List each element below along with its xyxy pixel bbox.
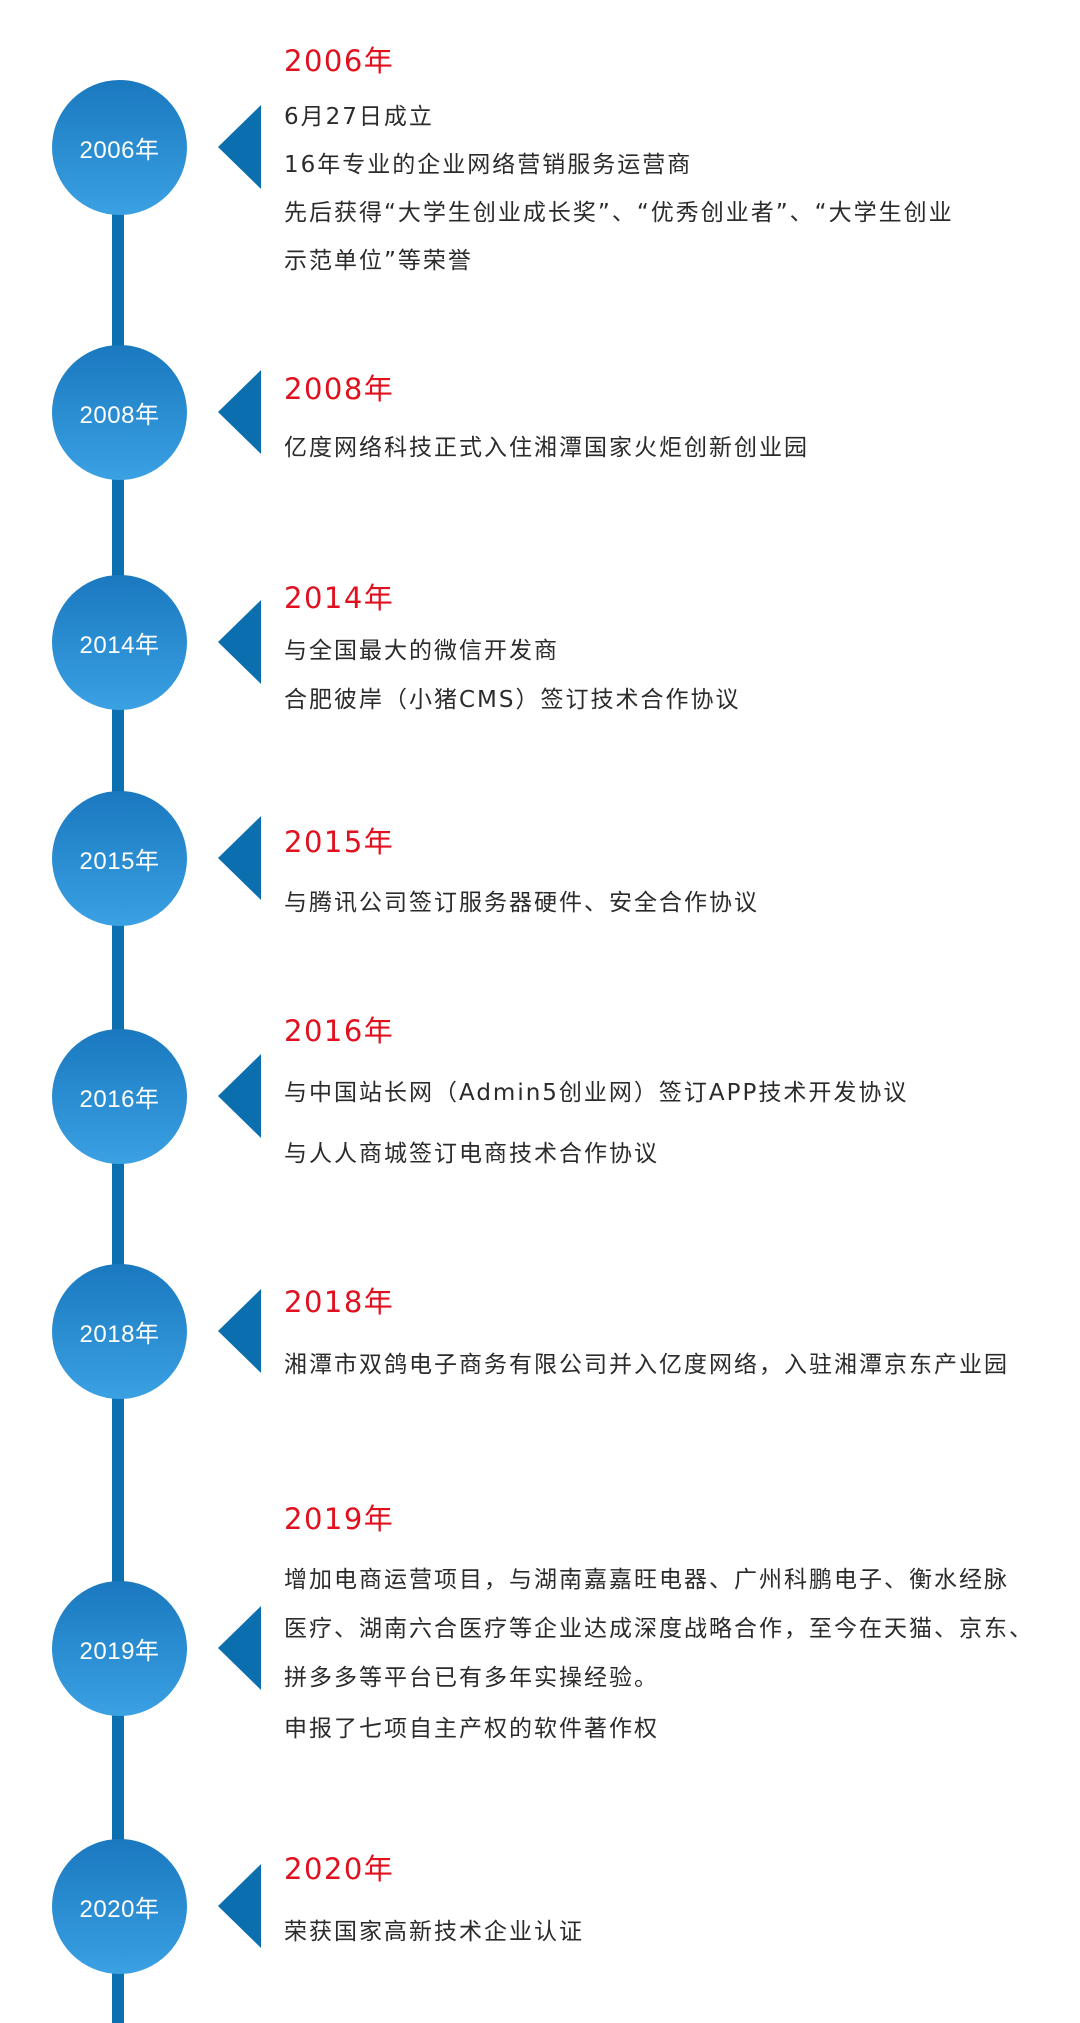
event-detail-line: 亿度网络科技正式入住湘潭国家火炬创新创业园	[284, 435, 809, 461]
year-node: 2014年	[52, 575, 187, 710]
event-detail-line: 与全国最大的微信开发商	[284, 638, 559, 664]
event-detail-line: 与人人商城签订电商技术合作协议	[284, 1141, 659, 1167]
pointer-arrow-icon	[218, 1054, 261, 1138]
event-detail-line: 申报了七项自主产权的软件著作权	[284, 1716, 659, 1742]
year-node: 2006年	[52, 80, 187, 215]
year-heading: 2006年	[284, 44, 395, 78]
pointer-arrow-icon	[218, 816, 261, 900]
year-node: 2019年	[52, 1581, 187, 1716]
year-node: 2015年	[52, 791, 187, 926]
year-heading: 2016年	[284, 1014, 395, 1048]
event-detail-line: 湘潭市双鸽电子商务有限公司并入亿度网络，入驻湘潭京东产业园	[284, 1352, 1009, 1378]
event-detail-line: 示范单位”等荣誉	[284, 248, 473, 274]
year-node: 2016年	[52, 1029, 187, 1164]
event-detail-line: 医疗、湖南六合医疗等企业达成深度战略合作，至今在天猫、京东、	[284, 1616, 1034, 1642]
year-heading: 2015年	[284, 825, 395, 859]
event-detail-line: 增加电商运营项目，与湖南嘉嘉旺电器、广州科鹏电子、衡水经脉	[284, 1567, 1009, 1593]
pointer-arrow-icon	[218, 1289, 261, 1373]
pointer-arrow-icon	[218, 1864, 261, 1948]
event-detail-line: 6月27日成立	[284, 104, 434, 130]
year-node: 2018年	[52, 1264, 187, 1399]
event-detail-line: 先后获得“大学生创业成长奖”、“优秀创业者”、“大学生创业	[284, 200, 954, 226]
event-detail-line: 16年专业的企业网络营销服务运营商	[284, 152, 693, 178]
event-detail-line: 拼多多等平台已有多年实操经验。	[284, 1665, 659, 1691]
pointer-arrow-icon	[218, 105, 261, 189]
year-heading: 2020年	[284, 1852, 395, 1886]
event-detail-line: 合肥彼岸（小猪CMS）签订技术合作协议	[284, 687, 741, 713]
year-heading: 2014年	[284, 581, 395, 615]
pointer-arrow-icon	[218, 600, 261, 684]
pointer-arrow-icon	[218, 1606, 261, 1690]
year-heading: 2018年	[284, 1285, 395, 1319]
pointer-arrow-icon	[218, 370, 261, 454]
year-node: 2008年	[52, 345, 187, 480]
year-heading: 2008年	[284, 372, 395, 406]
event-detail-line: 荣获国家高新技术企业认证	[284, 1919, 584, 1945]
event-detail-line: 与中国站长网（Admin5创业网）签订APP技术开发协议	[284, 1080, 909, 1106]
year-node: 2020年	[52, 1839, 187, 1974]
event-detail-line: 与腾讯公司签订服务器硬件、安全合作协议	[284, 890, 759, 916]
year-heading: 2019年	[284, 1502, 395, 1536]
